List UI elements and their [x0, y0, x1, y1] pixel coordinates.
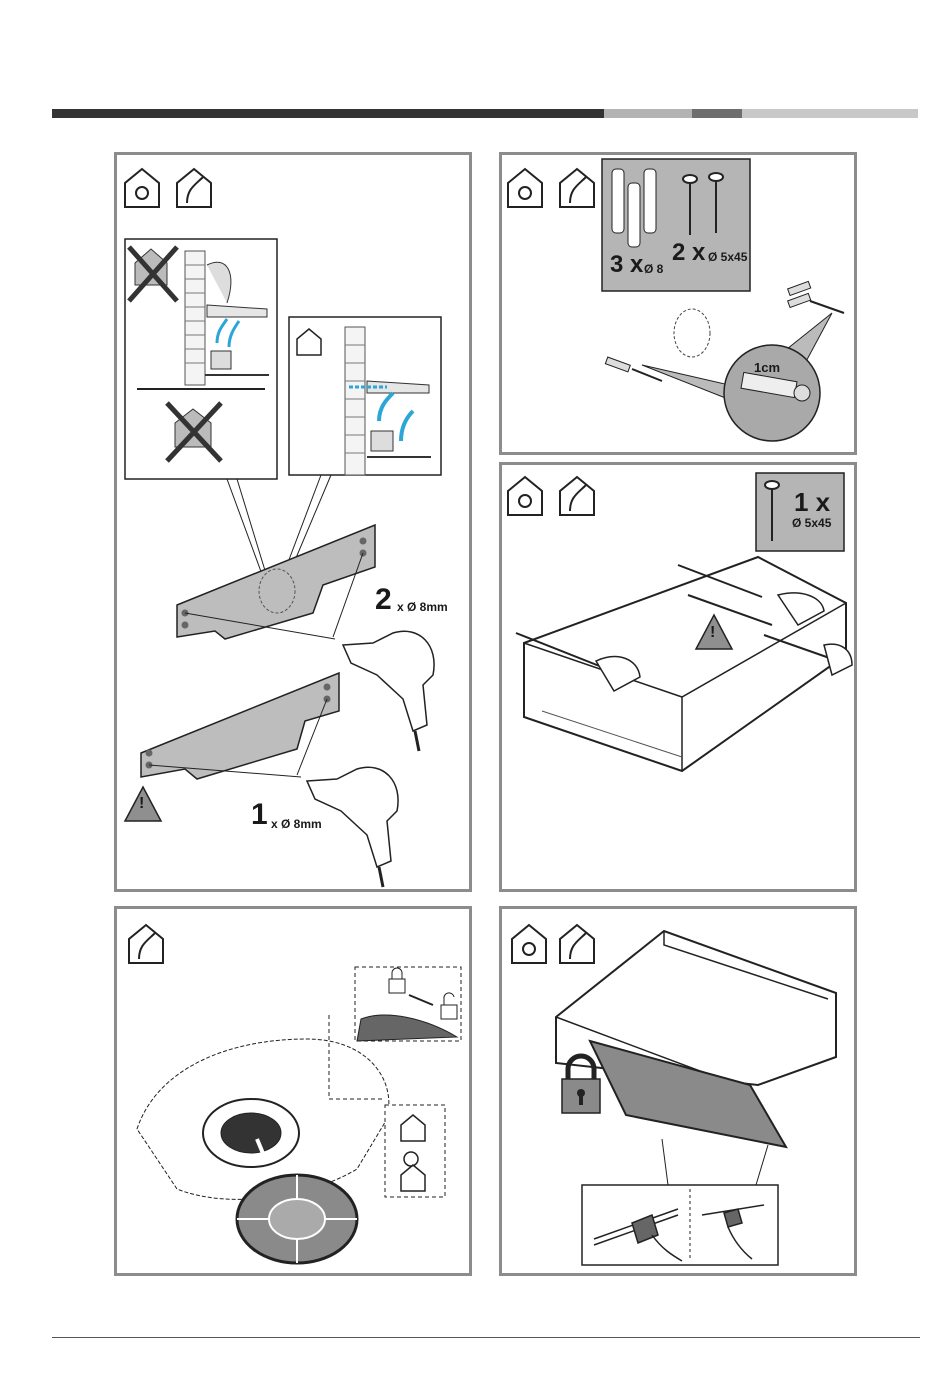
panel-charcoal-filter	[114, 906, 472, 1276]
distance-label: 1cm	[754, 361, 780, 374]
recirculation-mode-icon	[508, 169, 542, 207]
extraction-mode-icon	[177, 169, 211, 207]
extraction-mode-icon	[560, 477, 594, 515]
panel-drill-brackets: ! 2 x Ø 8mm 1 x Ø 8mm	[114, 152, 472, 892]
clip-detail-frame	[582, 1185, 778, 1265]
panel-charcoal-filter-illustration	[117, 909, 469, 1273]
upper-wall-bracket	[177, 525, 375, 639]
extraction-mode-icon	[129, 925, 163, 963]
header-bar-light	[604, 109, 692, 118]
screw-spec: Ø 5x45	[792, 517, 831, 529]
warning-symbol: !	[139, 796, 144, 812]
lower-hole-count: 1	[251, 800, 268, 830]
panel-grease-filter-illustration	[502, 909, 854, 1273]
extraction-mode-icon	[560, 169, 594, 207]
plug-spec: Ø 8	[644, 263, 663, 275]
plug-count: 3 x	[610, 253, 643, 277]
footer-rule	[52, 1337, 920, 1338]
hood-body	[524, 557, 846, 771]
extraction-mode-icon	[560, 925, 594, 963]
upper-hole-count: 2	[375, 585, 392, 615]
header-bar-pale	[742, 109, 918, 118]
plug-screw-set-upper	[788, 281, 844, 313]
duct-outline	[674, 309, 710, 357]
recirculation-mode-icon	[512, 925, 546, 963]
panel-fix-hood: ! 1 x Ø 5x45	[499, 462, 857, 892]
screw-count: 2 x	[672, 241, 705, 265]
header-bar-mid	[692, 109, 742, 118]
lower-wall-bracket	[141, 673, 339, 779]
filter-mode-frame	[385, 1105, 445, 1197]
screw-count: 1 x	[794, 489, 830, 515]
header-bar-dark	[52, 109, 604, 118]
warning-symbol: !	[710, 625, 715, 641]
panel-drill-brackets-illustration	[117, 155, 469, 889]
panel-plugs-screws-illustration	[502, 155, 854, 452]
recirculation-mode-icon	[508, 477, 542, 515]
drill-icon-upper	[343, 631, 434, 751]
panel-grease-filter	[499, 906, 857, 1276]
lower-hole-spec: x Ø 8mm	[271, 818, 322, 830]
panel-plugs-screws: 3 x Ø 8 2 x Ø 5x45 1cm	[499, 152, 857, 455]
recirculation-mode-icon	[125, 169, 159, 207]
screw-spec: Ø 5x45	[708, 251, 747, 263]
hood-body	[556, 931, 836, 1085]
upper-hole-spec: x Ø 8mm	[397, 601, 448, 613]
